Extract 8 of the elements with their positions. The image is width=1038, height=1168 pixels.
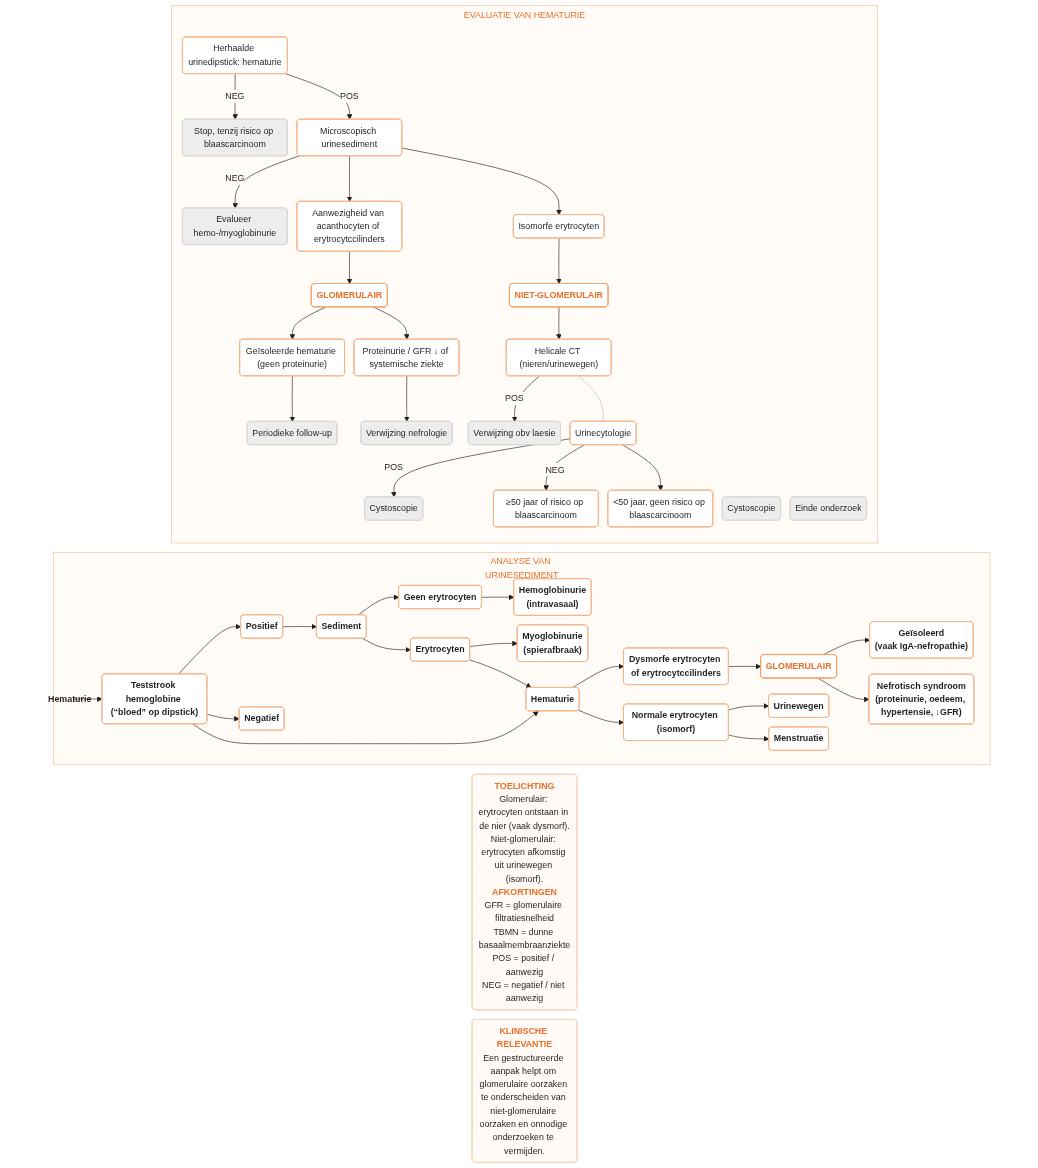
node-text: Hematurie bbox=[48, 693, 92, 704]
edge-label: POS bbox=[505, 393, 524, 404]
edge-label: NEG bbox=[225, 173, 245, 184]
edge-label: POS bbox=[384, 462, 404, 473]
connector bbox=[578, 375, 604, 422]
edge-label: NEG bbox=[225, 90, 245, 102]
edge-label: NEG bbox=[545, 464, 565, 475]
edge-label: POS bbox=[339, 90, 359, 102]
